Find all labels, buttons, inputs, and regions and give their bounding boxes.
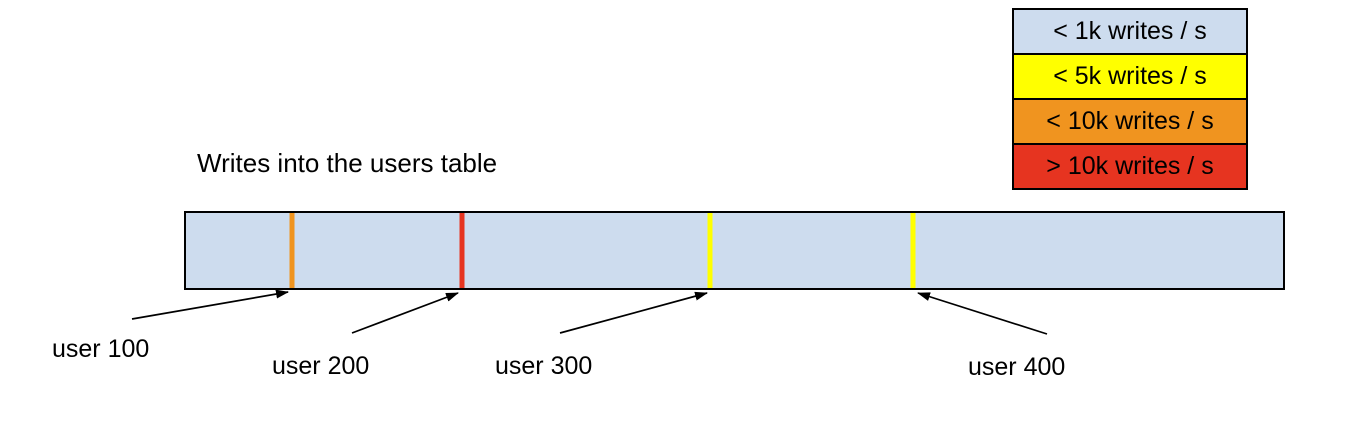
arrow-user-300 (559, 291, 708, 334)
legend-item-label: < 1k writes / s (1053, 17, 1207, 45)
diagram-title: Writes into the users table (197, 148, 498, 178)
legend-item-gt-10k: > 10k writes / s (1012, 143, 1248, 190)
legend-item-label: < 5k writes / s (1053, 62, 1207, 90)
legend-item-label: < 10k writes / s (1046, 107, 1214, 135)
legend-item-lt-1k: < 1k writes / s (1012, 8, 1248, 55)
write-rate-legend: < 1k writes / s < 5k writes / s < 10k wr… (1012, 8, 1248, 190)
arrow-user-100 (131, 289, 289, 320)
users-table-bar (184, 211, 1285, 290)
user-100-label: user 100 (52, 335, 150, 363)
user-200-label: user 200 (272, 352, 370, 380)
user-300-label: user 300 (495, 352, 593, 380)
legend-item-lt-10k: < 10k writes / s (1012, 98, 1248, 145)
arrow-user-400 (917, 292, 1048, 335)
bar-marker-user-300 (707, 213, 713, 288)
bar-marker-user-400 (910, 213, 916, 288)
legend-item-lt-5k: < 5k writes / s (1012, 53, 1248, 100)
bar-marker-user-200 (459, 213, 465, 288)
arrow-user-200 (351, 292, 459, 334)
bar-marker-user-100 (289, 213, 295, 288)
user-400-label: user 400 (968, 353, 1066, 381)
legend-item-label: > 10k writes / s (1046, 152, 1214, 180)
